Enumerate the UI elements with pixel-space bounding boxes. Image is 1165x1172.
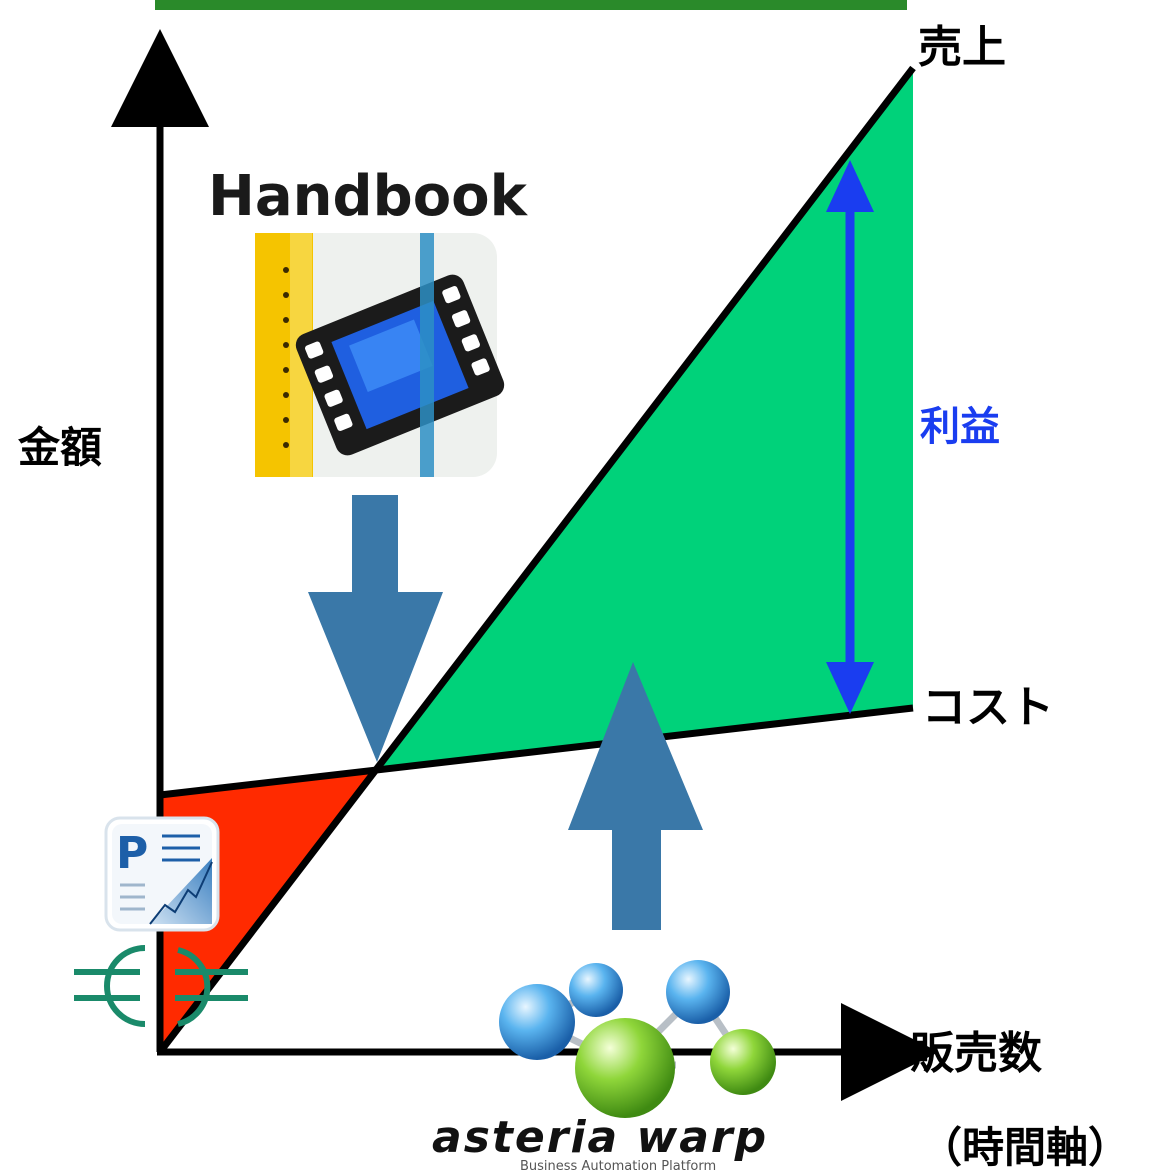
x-axis-label: 販売数 bbox=[910, 1028, 1042, 1079]
handbook-app-icon bbox=[255, 233, 505, 477]
molecule-logo-icon bbox=[499, 960, 776, 1118]
top-bar bbox=[155, 0, 907, 10]
down-arrow bbox=[308, 495, 443, 762]
svg-text:P: P bbox=[116, 828, 148, 879]
cost-label: コスト bbox=[922, 682, 1054, 733]
x-axis-sublabel: （時間軸） bbox=[920, 1123, 1130, 1172]
up-arrow bbox=[568, 662, 703, 930]
y-axis-label: 金額 bbox=[17, 423, 102, 472]
sales-line bbox=[157, 65, 916, 1055]
sales-label: 売上 bbox=[918, 22, 1006, 73]
profit-arrow bbox=[826, 160, 874, 714]
connector-icon bbox=[74, 945, 248, 1027]
asteria-tagline: Business Automation Platform bbox=[520, 1159, 716, 1172]
handbook-label: Handbook bbox=[208, 164, 529, 229]
asteria-logo-text: asteria warp bbox=[432, 1112, 768, 1163]
pdf-report-app-icon: P bbox=[104, 816, 220, 932]
cost-line bbox=[159, 704, 914, 799]
profit-label: 利益 bbox=[920, 404, 1000, 450]
